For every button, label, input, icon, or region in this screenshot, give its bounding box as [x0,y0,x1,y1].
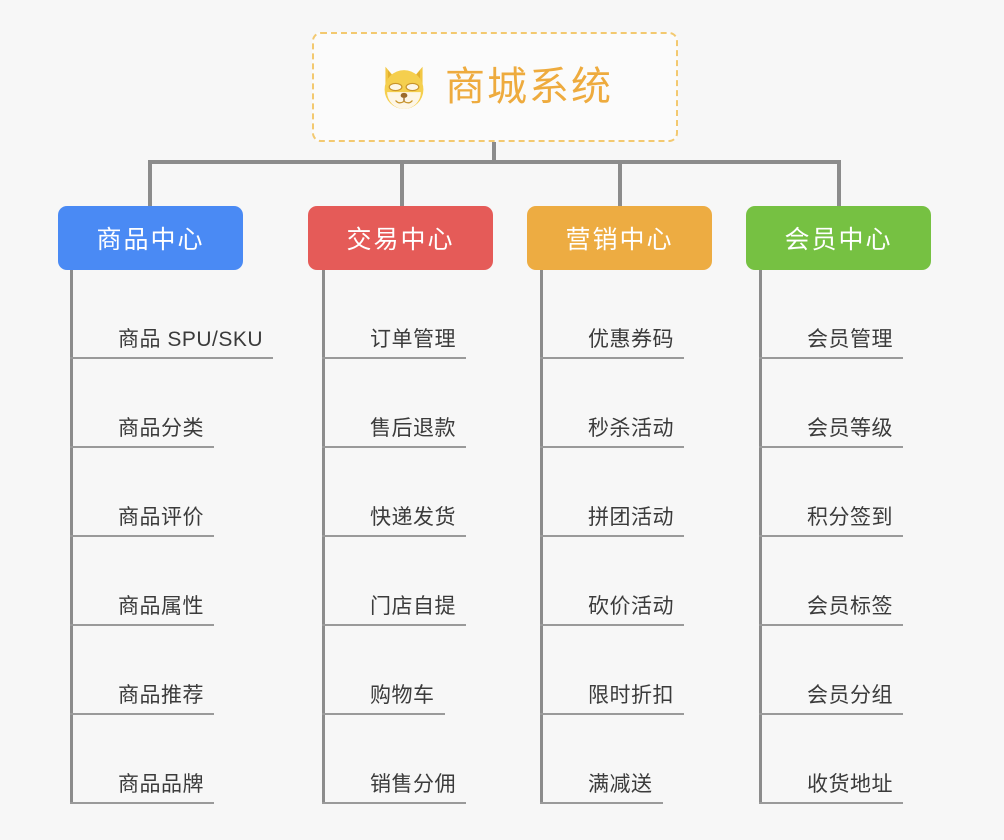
connector-drop-4 [837,160,841,206]
leaf-item-label: 限时折扣 [588,684,674,707]
leaf-item[interactable]: 销售分佣 [322,715,572,804]
leaf-item[interactable]: 砍价活动 [540,537,790,626]
leaf-item-underline [759,357,903,359]
leaf-item-label: 商品属性 [118,595,204,618]
leaf-item-underline [759,802,903,804]
leaf-item[interactable]: 会员分组 [759,626,1004,715]
leaf-item[interactable]: 商品品牌 [70,715,320,804]
leaf-item[interactable]: 门店自提 [322,537,572,626]
leaf-item[interactable]: 商品分类 [70,359,320,448]
leaf-item[interactable]: 秒杀活动 [540,359,790,448]
leaf-item[interactable]: 会员管理 [759,270,1004,359]
leaf-item-underline [322,713,445,715]
category-box-1[interactable]: 交易中心 [308,206,493,270]
leaf-item-underline [540,357,684,359]
branch-column-1: 订单管理售后退款快递发货门店自提购物车销售分佣 [322,270,572,804]
root-node[interactable]: 商城系统 [312,32,678,142]
category-label: 商品中心 [96,226,205,254]
leaf-item-label: 门店自提 [370,595,456,618]
connector-drop-2 [400,160,404,206]
leaf-item[interactable]: 满减送 [540,715,790,804]
leaf-item[interactable]: 快递发货 [322,448,572,537]
leaf-item-underline [70,535,214,537]
leaf-item[interactable]: 商品属性 [70,537,320,626]
leaf-item-label: 积分签到 [807,506,893,529]
leaf-item-label: 商品评价 [118,506,204,529]
leaf-item[interactable]: 售后退款 [322,359,572,448]
leaf-item[interactable]: 商品推荐 [70,626,320,715]
branch-column-2: 优惠券码秒杀活动拼团活动砍价活动限时折扣满减送 [540,270,790,804]
leaf-item[interactable]: 会员标签 [759,537,1004,626]
leaf-item-label: 收货地址 [807,773,893,796]
connector-drop-3 [618,160,622,206]
leaf-item-underline [540,624,684,626]
leaf-item[interactable]: 拼团活动 [540,448,790,537]
root-title: 商城系统 [445,65,613,109]
leaf-item-label: 会员等级 [807,417,893,440]
leaf-item-label: 会员分组 [807,684,893,707]
branch-trunk-line [322,270,325,804]
leaf-item-label: 售后退款 [370,417,456,440]
leaf-item-label: 购物车 [370,684,435,707]
leaf-item-label: 商品品牌 [118,773,204,796]
connector-horizontal-bus [148,160,841,164]
leaf-item-underline [759,624,903,626]
leaf-item-label: 秒杀活动 [588,417,674,440]
leaf-item-underline [70,624,214,626]
leaf-item-label: 会员标签 [807,595,893,618]
branch-column-3: 会员管理会员等级积分签到会员标签会员分组收货地址 [759,270,1004,804]
leaf-item-label: 商品 SPU/SKU [118,328,264,351]
leaf-item-underline [70,446,214,448]
leaf-item-underline [322,535,466,537]
leaf-item-underline [540,802,663,804]
category-label: 交易中心 [346,226,455,254]
leaf-item-underline [540,446,684,448]
category-box-3[interactable]: 会员中心 [746,206,931,270]
leaf-item-label: 销售分佣 [370,773,456,796]
leaf-item-underline [322,446,466,448]
connector-root-stem [492,142,496,162]
leaf-item-underline [70,713,214,715]
category-label: 会员中心 [784,226,893,254]
leaf-item-label: 会员管理 [807,328,893,351]
leaf-item-underline [70,802,214,804]
branch-column-0: 商品 SPU/SKU 商品分类商品评价商品属性商品推荐商品品牌 [70,270,320,804]
leaf-item-underline [540,713,684,715]
leaf-item[interactable]: 订单管理 [322,270,572,359]
leaf-item-label: 优惠券码 [588,328,674,351]
leaf-item-underline [759,713,903,715]
leaf-item-underline [540,535,684,537]
category-label: 营销中心 [565,226,674,254]
branch-trunk-line [70,270,73,804]
leaf-item-label: 商品分类 [118,417,204,440]
connector-drop-1 [148,160,152,206]
leaf-item[interactable]: 会员等级 [759,359,1004,448]
leaf-item[interactable]: 优惠券码 [540,270,790,359]
branch-trunk-line [759,270,762,804]
category-box-0[interactable]: 商品中心 [58,206,243,270]
leaf-item-label: 快递发货 [370,506,456,529]
leaf-item[interactable]: 收货地址 [759,715,1004,804]
leaf-item[interactable]: 商品评价 [70,448,320,537]
leaf-item-label: 满减送 [588,773,653,796]
leaf-item-underline [322,624,466,626]
leaf-item[interactable]: 限时折扣 [540,626,790,715]
leaf-item-underline [322,357,466,359]
branch-trunk-line [540,270,543,804]
leaf-item-label: 订单管理 [370,328,456,351]
leaf-item-underline [759,446,903,448]
leaf-item-underline [70,357,273,359]
leaf-item-label: 砍价活动 [588,595,674,618]
leaf-item-label: 拼团活动 [588,506,674,529]
leaf-item-label: 商品推荐 [118,684,204,707]
leaf-item[interactable]: 购物车 [322,626,572,715]
shiba-dog-face-icon [377,60,431,114]
leaf-item-underline [759,535,903,537]
leaf-item[interactable]: 商品 SPU/SKU [70,270,320,359]
leaf-item-underline [322,802,466,804]
category-box-2[interactable]: 营销中心 [527,206,712,270]
leaf-item[interactable]: 积分签到 [759,448,1004,537]
